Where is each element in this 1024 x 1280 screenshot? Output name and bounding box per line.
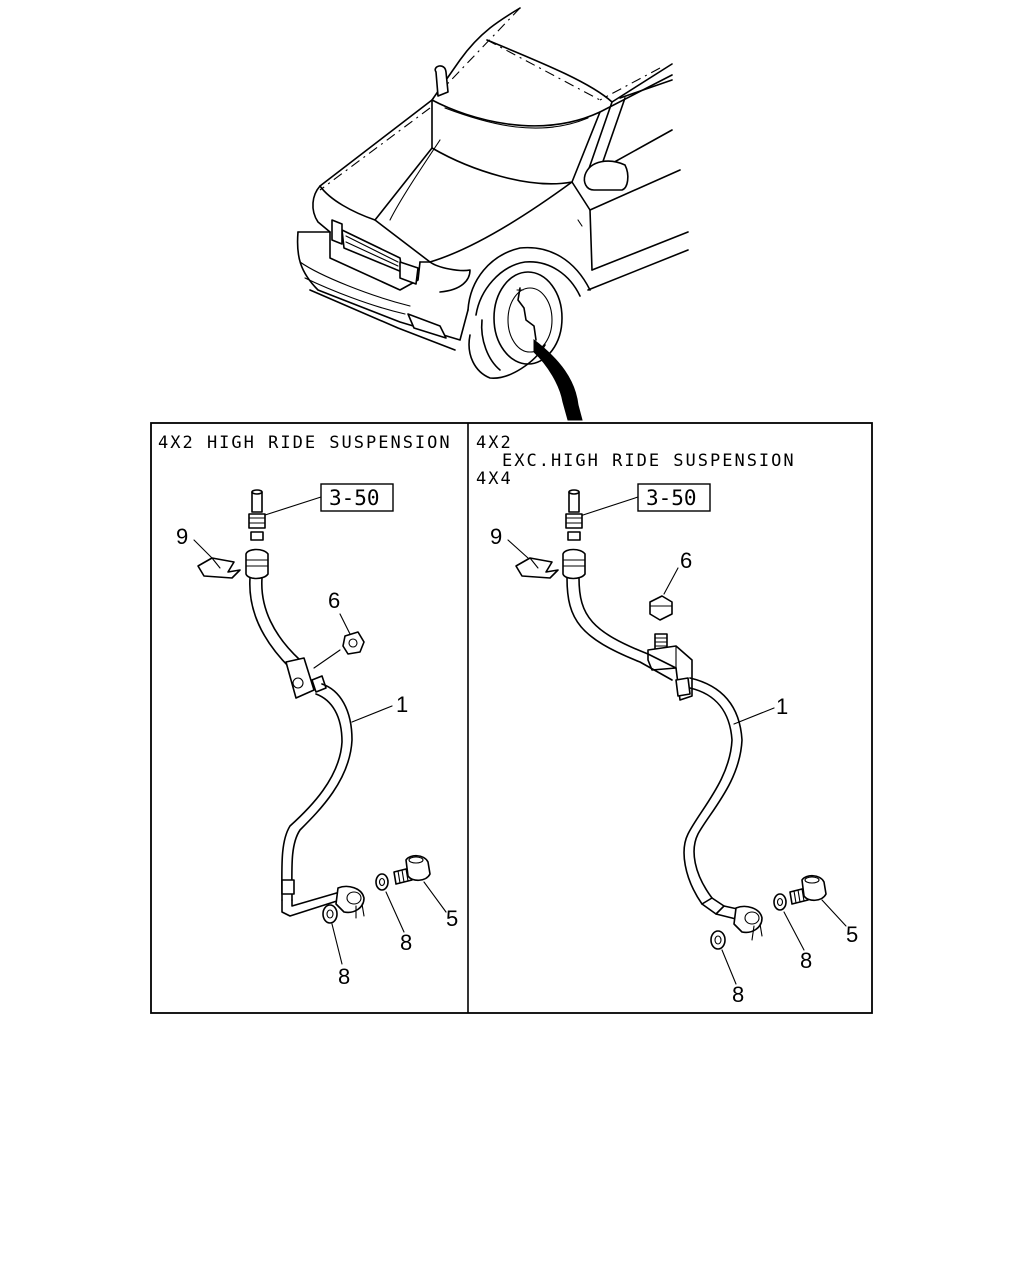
callout-8-right-a: 8: [800, 948, 812, 973]
callout-1-right: 1: [776, 694, 788, 719]
callout-9-left: 9: [176, 524, 188, 549]
panel-right: 4X2 EXC.HIGH RIDE SUSPENSION 4X4 3-50 9 …: [476, 433, 858, 1007]
washer-left-b: [322, 904, 338, 924]
callout-6-left: 6: [328, 588, 340, 613]
callout-5-left: 5: [446, 906, 458, 931]
ref-box-right: [637, 483, 711, 512]
callout-6-right: 6: [680, 548, 692, 573]
panel-left: 4X2 HIGH RIDE SUSPENSION 3-50 9 1: [158, 433, 458, 989]
callout-5-right: 5: [846, 922, 858, 947]
ref-box-left: [320, 483, 394, 512]
vehicle-illustration: [296, 7, 689, 421]
panel-right-header-line1: 4X2: [476, 433, 513, 453]
callout-8-left-b: 8: [338, 964, 350, 989]
ref-box-right-label: 3-50: [646, 486, 697, 510]
callout-1-left: 1: [396, 692, 408, 717]
washer-right-b: [710, 930, 726, 950]
panels-frame: [150, 422, 873, 1014]
ref-box-left-label: 3-50: [329, 486, 380, 510]
panel-right-header-line3: 4X4: [476, 469, 513, 489]
callout-9-right: 9: [490, 524, 502, 549]
washer-right-a: [773, 893, 787, 911]
washer-left-a: [375, 873, 389, 891]
callout-8-left-a: 8: [400, 930, 412, 955]
panel-left-header: 4X2 HIGH RIDE SUSPENSION: [158, 433, 452, 453]
panel-right-header-line2: EXC.HIGH RIDE SUSPENSION: [502, 451, 796, 471]
callout-8-right-b: 8: [732, 982, 744, 1007]
